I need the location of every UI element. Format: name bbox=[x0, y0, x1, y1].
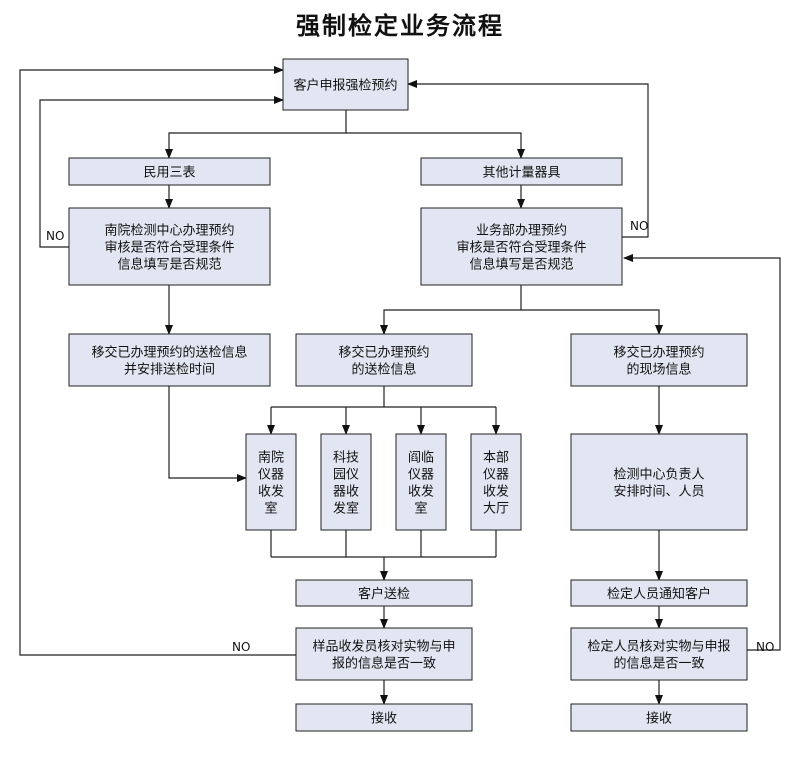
box-civil-meters-frame bbox=[68, 157, 271, 186]
box-room-yanlin-line: 阎临 bbox=[408, 451, 434, 466]
box-room-yanlin-line: 室 bbox=[414, 501, 427, 517]
box-nanyuan-review-line: 南院检测中心办理预约 bbox=[104, 223, 234, 239]
box-room-nanyuan-frame bbox=[245, 433, 297, 531]
box-transfer-onsite-line: 的现场信息 bbox=[626, 362, 691, 378]
box-transfer-send-schedule-frame bbox=[68, 333, 271, 387]
box-nanyuan-review-line: 审核是否符合受理条件 bbox=[104, 240, 234, 256]
box-receive-right-line: 接收 bbox=[646, 711, 672, 727]
no-label-nanyuan: NO bbox=[46, 229, 64, 243]
edge-sample-no bbox=[19, 66, 296, 656]
box-other-meters-line: 其他计量器具 bbox=[482, 166, 560, 181]
box-room-benbu-line: 大厅 bbox=[483, 502, 509, 517]
box-notify-customer-line: 检定人员通知客户 bbox=[607, 586, 711, 602]
box-apply: 客户申报强检预约 bbox=[282, 58, 409, 111]
edge-dept-no bbox=[407, 80, 649, 238]
no-label-sample: NO bbox=[232, 640, 250, 654]
edge-apply-split bbox=[165, 110, 347, 159]
box-room-benbu-frame bbox=[470, 433, 522, 531]
box-customer-send: 客户送检 bbox=[295, 579, 473, 607]
box-center-arrange-line: 安排时间、人员 bbox=[613, 485, 704, 500]
box-room-keji-line: 科技 bbox=[333, 451, 359, 466]
box-receive-left-line: 接收 bbox=[371, 711, 397, 727]
edges bbox=[19, 66, 781, 705]
box-center-arrange-line: 检测中心负责人 bbox=[613, 468, 704, 483]
box-transfer-send-line: 的送检信息 bbox=[351, 362, 416, 378]
box-room-keji-line: 器收 bbox=[333, 485, 359, 500]
box-staff-check-line: 检定人员核对实物与申报 bbox=[587, 640, 730, 655]
box-room-nanyuan-line: 室 bbox=[264, 501, 277, 517]
box-receive-left-frame bbox=[295, 703, 473, 732]
box-room-keji-line: 园仪 bbox=[333, 468, 359, 483]
box-transfer-onsite-line: 移交已办理预约 bbox=[613, 345, 704, 361]
box-room-nanyuan-line: 仪器 bbox=[258, 468, 284, 483]
box-room-yanlin-line: 收发 bbox=[408, 484, 434, 500]
box-civil-meters-line: 民用三表 bbox=[143, 166, 195, 181]
box-customer-send-line: 客户送检 bbox=[358, 586, 410, 602]
box-dept-review-line: 审核是否符合受理条件 bbox=[456, 240, 586, 256]
box-center-arrange-frame bbox=[570, 433, 748, 531]
box-room-yanlin-frame bbox=[395, 433, 447, 531]
box-other-meters-frame bbox=[420, 157, 623, 186]
box-receive-left: 接收 bbox=[295, 703, 473, 732]
box-other-meters: 其他计量器具 bbox=[420, 157, 623, 186]
box-room-nanyuan-line: 南院 bbox=[258, 450, 284, 466]
box-sample-check-line: 报的信息是否一致 bbox=[332, 656, 436, 672]
box-sample-check-frame bbox=[295, 627, 473, 681]
box-transfer-onsite-frame bbox=[570, 333, 748, 387]
box-customer-send-frame bbox=[295, 579, 473, 607]
box-transfer-send-line: 移交已办理预约 bbox=[338, 345, 429, 361]
box-room-benbu-line: 本部 bbox=[483, 451, 509, 466]
box-civil-meters: 民用三表 bbox=[68, 157, 271, 186]
no-label-staff: NO bbox=[756, 640, 774, 654]
box-nanyuan-review-line: 信息填写是否规范 bbox=[117, 257, 221, 273]
box-room-benbu-line: 收发 bbox=[483, 484, 509, 500]
edge-dept-onsite bbox=[521, 309, 663, 335]
box-dept-review-line: 业务部办理预约 bbox=[476, 223, 567, 239]
edge-dept-send bbox=[380, 309, 521, 335]
no-label-dept: NO bbox=[630, 219, 648, 233]
page-title: 强制检定业务流程 bbox=[296, 11, 504, 40]
box-apply-line: 客户申报强检预约 bbox=[293, 78, 397, 94]
box-room-nanyuan-line: 收发 bbox=[258, 484, 284, 500]
box-staff-check-frame bbox=[570, 627, 748, 681]
box-sample-check-line: 样品收发员核对实物与申 bbox=[312, 639, 455, 655]
box-apply-frame bbox=[282, 58, 409, 111]
box-receive-right-frame bbox=[570, 703, 748, 732]
box-room-yanlin-line: 仪器 bbox=[408, 468, 434, 483]
box-transfer-send-schedule-line: 移交已办理预约的送检信息 bbox=[91, 345, 247, 361]
edge-apply-other bbox=[346, 132, 525, 159]
box-receive-right: 接收 bbox=[570, 703, 748, 732]
box-transfer-send: 移交已办理预约的送检信息 bbox=[295, 333, 473, 387]
box-notify-customer: 检定人员通知客户 bbox=[570, 579, 748, 607]
box-room-keji-frame bbox=[320, 433, 372, 531]
edge-nanyuan-no bbox=[39, 96, 284, 248]
box-staff-check-line: 的信息是否一致 bbox=[613, 656, 704, 672]
box-transfer-send-frame bbox=[295, 333, 473, 387]
edge-schedule-room bbox=[168, 386, 247, 482]
box-notify-customer-frame bbox=[570, 579, 748, 607]
box-dept-review-line: 信息填写是否规范 bbox=[469, 257, 573, 273]
edge-staff-no bbox=[623, 254, 781, 651]
box-dept-review-frame bbox=[420, 207, 623, 286]
box-room-benbu-line: 仪器 bbox=[483, 468, 509, 483]
box-room-keji-line: 发室 bbox=[333, 501, 359, 517]
box-nanyuan-review-frame bbox=[68, 207, 271, 286]
boxes: 客户申报强检预约民用三表其他计量器具南院检测中心办理预约审核是否符合受理条件信息… bbox=[68, 58, 748, 732]
box-transfer-send-schedule-line: 并安排送检时间 bbox=[124, 363, 215, 378]
